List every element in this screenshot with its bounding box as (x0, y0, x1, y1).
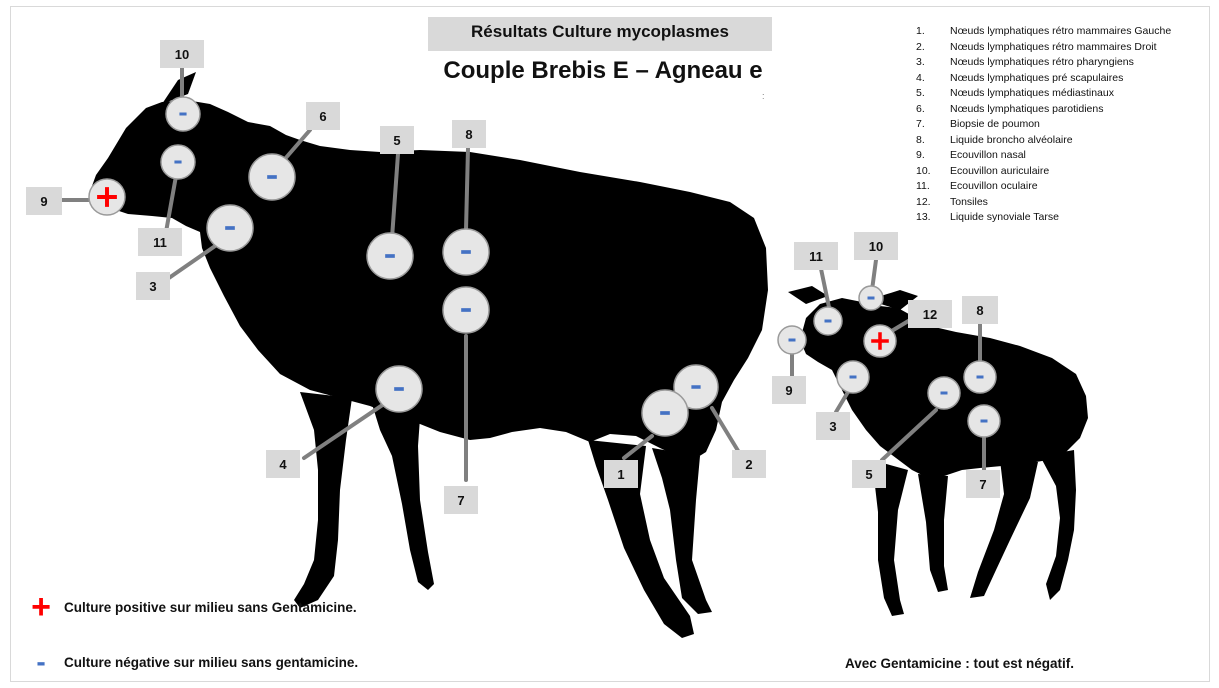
positive-marker (89, 179, 125, 215)
minus-icon (461, 250, 471, 254)
positive-marker (864, 325, 896, 357)
negative-marker (376, 366, 422, 412)
tag-label: 7 (979, 477, 986, 492)
minus-icon (977, 376, 984, 379)
lamb-silhouette (788, 286, 1088, 616)
minus-icon (225, 226, 235, 230)
tag-label: 6 (319, 109, 326, 124)
tag-label: 7 (457, 493, 464, 508)
tag-label: 5 (865, 467, 872, 482)
tag: 8 (962, 296, 998, 324)
tag-label: 9 (40, 194, 47, 209)
tag-label: 11 (153, 235, 167, 250)
tag: 4 (266, 450, 300, 478)
minus-icon (941, 392, 948, 395)
minus-icon (660, 411, 670, 415)
leader-line (712, 408, 740, 454)
negative-marker (968, 405, 1000, 437)
tag: 10 (854, 232, 898, 260)
minus-icon (850, 376, 857, 379)
tag: 8 (452, 120, 486, 148)
plus-icon: + (28, 592, 54, 622)
tag: 7 (966, 470, 1000, 498)
negative-marker (443, 229, 489, 275)
tag-label: 5 (393, 133, 400, 148)
tag: 6 (306, 102, 340, 130)
minus-icon (461, 308, 471, 312)
tag: 12 (908, 300, 952, 328)
negative-marker (207, 205, 253, 251)
minus-icon (789, 339, 796, 342)
tag-label: 4 (279, 457, 287, 472)
minus-icon (825, 320, 832, 323)
tag: 5 (380, 126, 414, 154)
tag: 3 (136, 272, 170, 300)
tag-label: 10 (175, 47, 189, 62)
tag-label: 8 (976, 303, 983, 318)
tag: 7 (444, 486, 478, 514)
tag: 1 (604, 460, 638, 488)
tag: 2 (732, 450, 766, 478)
tag-label: 3 (149, 279, 156, 294)
negative-marker (249, 154, 295, 200)
tag-label: 3 (829, 419, 836, 434)
minus-icon: - (28, 652, 54, 672)
negative-marker (161, 145, 195, 179)
tag: 9 (26, 187, 62, 215)
negative-marker (778, 326, 806, 354)
tag-label: 10 (869, 239, 883, 254)
minus-icon (174, 161, 181, 164)
tag: 11 (138, 228, 182, 256)
tag: 11 (794, 242, 838, 270)
tag-label: 8 (465, 127, 472, 142)
minus-icon (981, 420, 988, 423)
minus-icon (267, 175, 277, 179)
negative-marker (642, 390, 688, 436)
key-negative-label: Culture négative sur milieu sans gentami… (64, 655, 358, 670)
negative-marker (166, 97, 200, 131)
minus-icon (385, 254, 395, 258)
negative-marker (928, 377, 960, 409)
key-negative: - Culture négative sur milieu sans genta… (28, 652, 358, 672)
negative-marker (964, 361, 996, 393)
minus-icon (868, 297, 875, 300)
tag: 10 (160, 40, 204, 68)
negative-marker (367, 233, 413, 279)
tag: 9 (772, 376, 806, 404)
key-positive: + Culture positive sur milieu sans Genta… (28, 592, 357, 622)
leader-line (836, 392, 848, 412)
negative-marker (443, 287, 489, 333)
tag: 5 (852, 460, 886, 488)
leader-line (466, 148, 468, 230)
tag-label: 11 (809, 249, 823, 264)
tag-label: 2 (745, 457, 752, 472)
gentamicine-note: Avec Gentamicine : tout est négatif. (845, 656, 1074, 671)
tag-label: 1 (617, 467, 624, 482)
negative-marker (814, 307, 842, 335)
tag: 3 (816, 412, 850, 440)
negative-marker (837, 361, 869, 393)
tag-label: 12 (923, 307, 937, 322)
tag-label: 9 (785, 383, 792, 398)
key-positive-label: Culture positive sur milieu sans Gentami… (64, 600, 357, 615)
minus-icon (394, 387, 404, 391)
minus-icon (179, 113, 186, 116)
negative-marker (859, 286, 883, 310)
minus-icon (691, 385, 700, 389)
